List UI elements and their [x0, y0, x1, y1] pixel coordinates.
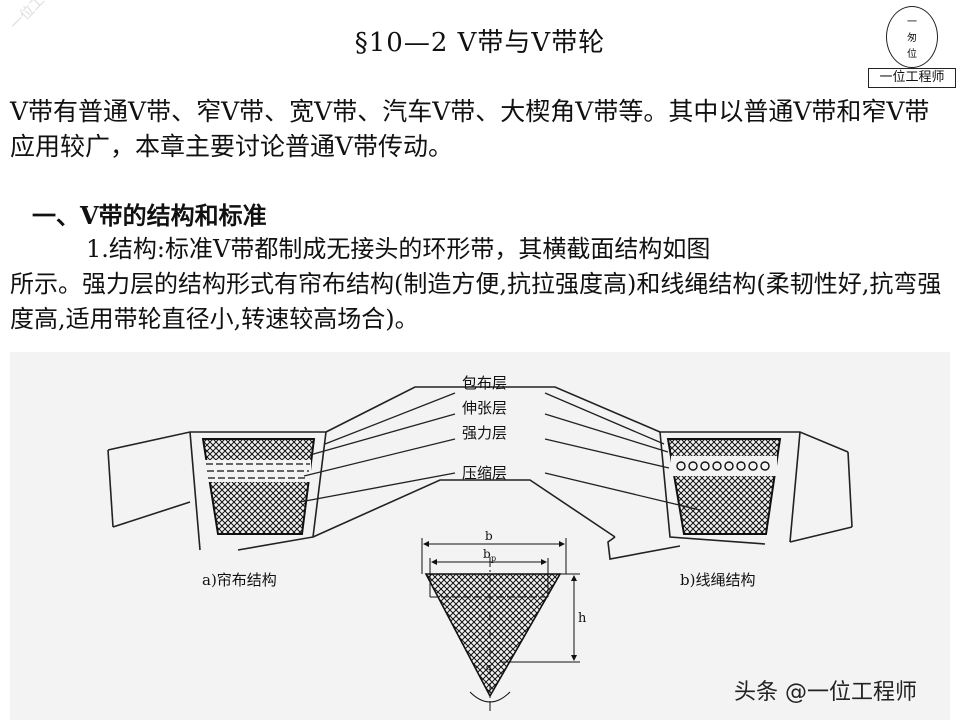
label-wrap-layer: 包布层 — [462, 374, 507, 392]
logo: 一 匆 位 一位工程师 — [868, 4, 956, 88]
logo-circle: 一 匆 位 — [886, 6, 938, 68]
dim-label-b: b — [485, 529, 493, 543]
dimension-section: b b p h α — [421, 529, 587, 712]
structure-paragraph-first-line: 1.结构:标准V带都制成无接头的环形带，其横截面结构如图 — [86, 235, 711, 263]
cross-section-cord — [666, 438, 782, 535]
label-strength-layer: 强力层 — [462, 424, 507, 442]
leader-lines — [299, 392, 701, 511]
slide-title: §10—2 V带与V带轮 — [354, 28, 606, 58]
source-credit: 头条 @一位工程师 — [734, 680, 917, 705]
cross-section-fabric — [201, 438, 316, 535]
dim-label-bp-subscript: p — [491, 554, 496, 563]
section-heading: 一、V带的结构和标准 — [32, 201, 267, 230]
label-tension-layer: 伸张层 — [462, 399, 507, 417]
dim-label-bp: b — [483, 547, 491, 561]
caption-cord-structure: b)线绳结构 — [680, 571, 755, 589]
structure-paragraph: 1.结构:标准V带都制成无接头的环形带，其横截面结构如图 所示。强力层的结构形式… — [10, 232, 950, 337]
structure-paragraph-rest: 所示。强力层的结构形式有帘布结构(制造方便,抗拉强度高)和线绳结构(柔韧性好,抗… — [10, 270, 942, 333]
logo-char: 一 — [907, 17, 917, 28]
intro-paragraph: V带有普通V带、窄V带、宽V带、汽车V带、大楔角V带等。其中以普通V带和窄V带应… — [10, 97, 930, 161]
logo-char: 位 — [907, 49, 917, 60]
label-compression-layer: 压缩层 — [462, 464, 507, 482]
dim-label-angle: α — [486, 663, 492, 673]
logo-char: 匆 — [907, 33, 917, 44]
logo-text: 一位工程师 — [868, 68, 956, 88]
dim-label-h: h — [578, 611, 587, 626]
v-belt-figure: 包布层 伸张层 强力层 压缩层 a)帘布结构 b)线绳结构 — [0, 352, 960, 720]
caption-fabric-structure: a)帘布结构 — [202, 571, 277, 589]
